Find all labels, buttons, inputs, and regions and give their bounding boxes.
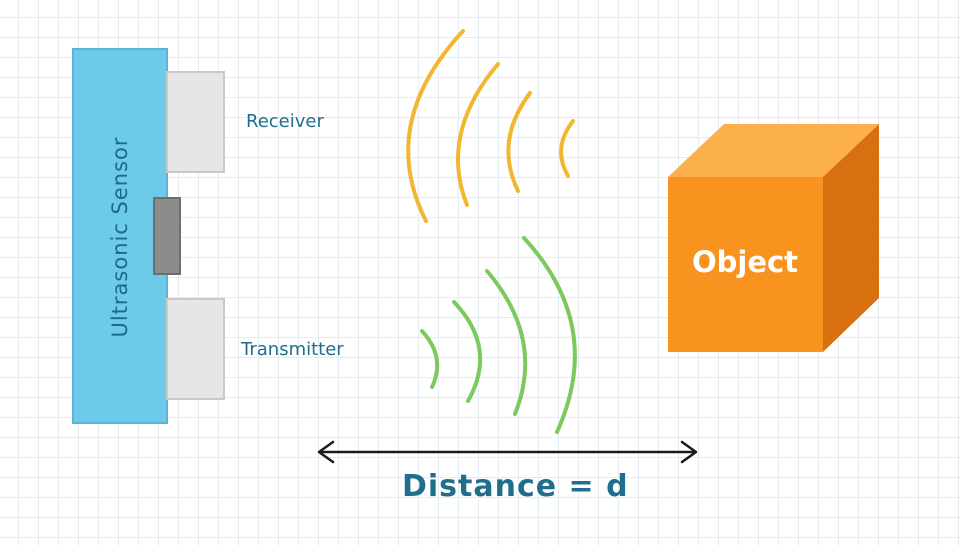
- sensor-label: Ultrasonic Sensor: [108, 136, 132, 338]
- transmit-waves: [420, 236, 577, 434]
- transmitter-label: Transmitter: [241, 339, 344, 360]
- object-top-face: [668, 124, 879, 177]
- distance-arrow-head-left: [317, 440, 335, 464]
- sensor-connector: [153, 197, 181, 275]
- receive-waves: [406, 29, 575, 223]
- object-label: Object: [691, 245, 799, 279]
- transmitter-transducer: [166, 298, 225, 400]
- distance-label: Distance = d: [402, 469, 629, 504]
- transmit-wave-1: [420, 329, 440, 389]
- transmit-wave-4: [522, 236, 577, 434]
- object-cube: [668, 124, 879, 352]
- receive-wave-4: [406, 29, 465, 223]
- object-front-face: [668, 177, 823, 352]
- distance-arrow: [317, 440, 698, 464]
- sensor-body: [72, 48, 168, 424]
- object-side-face: [823, 124, 879, 352]
- transmit-wave-2: [452, 300, 483, 403]
- transmit-wave-3: [485, 269, 528, 416]
- receive-wave-2: [506, 91, 532, 193]
- receive-wave-1: [559, 119, 575, 178]
- receive-wave-3: [456, 62, 500, 207]
- distance-arrow-head-right: [680, 440, 698, 464]
- receiver-transducer: [166, 71, 225, 173]
- receiver-label: Receiver: [246, 111, 324, 132]
